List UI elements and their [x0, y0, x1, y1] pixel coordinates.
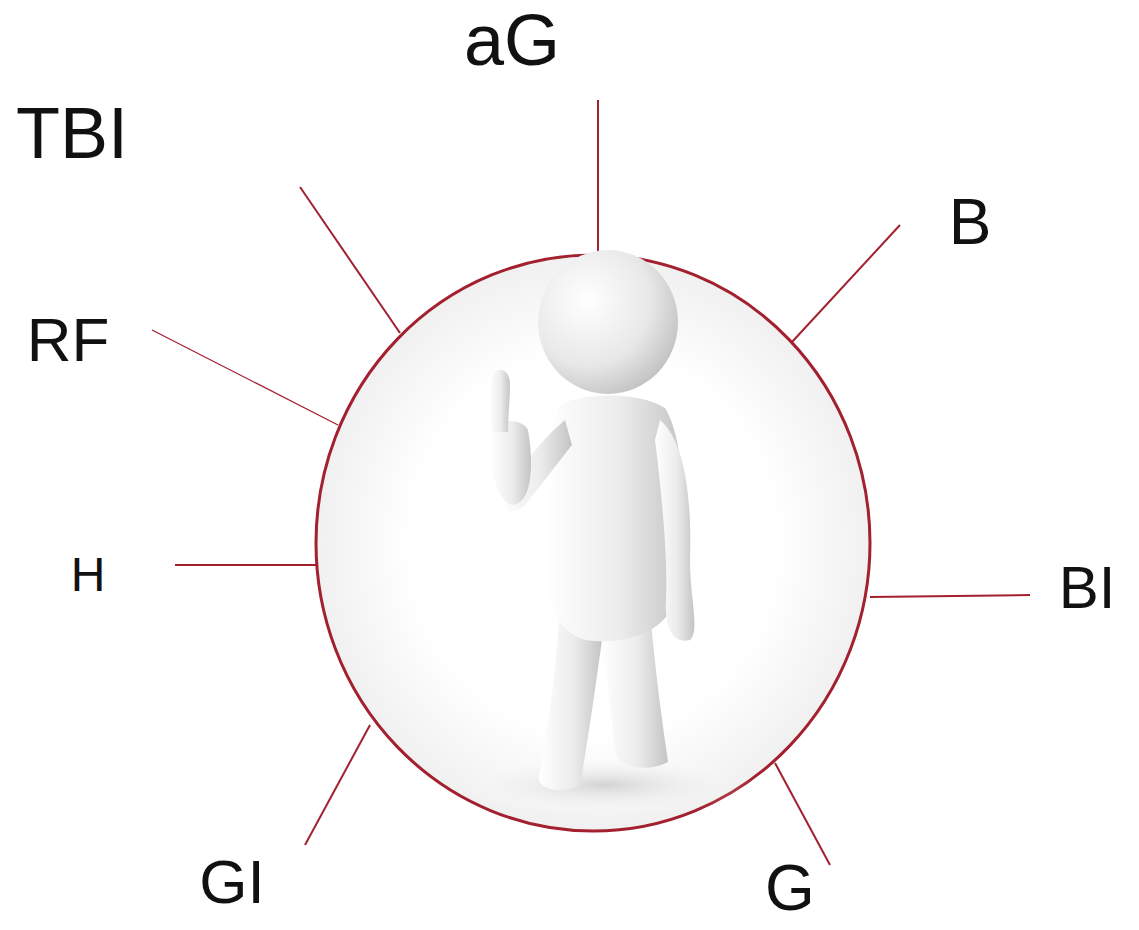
leader-line — [775, 763, 830, 865]
figure-shadow — [455, 755, 755, 815]
person-figure — [455, 250, 755, 815]
leader-line — [300, 187, 400, 333]
leader-line — [305, 725, 370, 845]
part-label: G — [765, 856, 815, 920]
part-label: TBI — [16, 97, 128, 169]
part-label: GI — [199, 851, 264, 913]
leader-line — [870, 595, 1030, 597]
figure-hand — [490, 421, 531, 505]
figure-head — [538, 250, 678, 394]
figure-thumb — [489, 370, 510, 432]
leader-line — [792, 225, 900, 342]
part-label: B — [949, 190, 992, 254]
part-label: RF — [27, 309, 110, 371]
leader-line — [152, 330, 338, 425]
part-label: BI — [1059, 558, 1116, 618]
leader-line — [597, 100, 599, 255]
part-label: aG — [464, 4, 560, 76]
leader-line — [175, 564, 317, 566]
part-label: H — [71, 551, 106, 599]
leader-lines — [152, 100, 1030, 865]
figure-arm — [655, 420, 694, 641]
